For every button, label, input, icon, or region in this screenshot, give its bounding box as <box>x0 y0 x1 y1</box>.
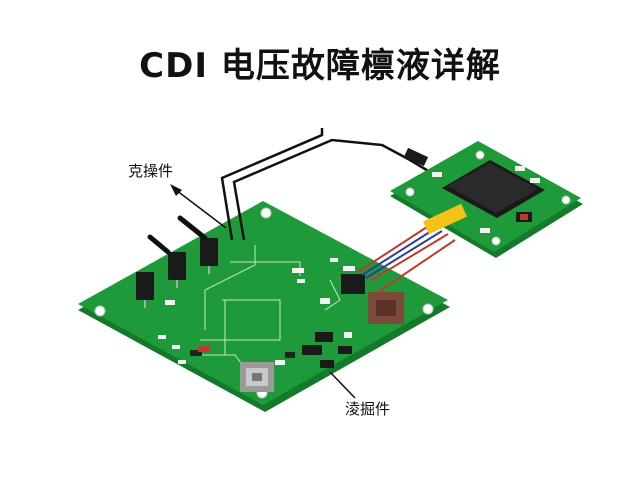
right-board-red-part <box>520 214 528 220</box>
label-arrow-bottom <box>329 371 356 399</box>
black-wire <box>220 128 441 241</box>
smd-dark-parts <box>190 350 295 358</box>
smd-components <box>158 258 355 365</box>
main-board <box>78 201 448 405</box>
center-ic <box>341 274 365 294</box>
transistor-1 <box>136 272 154 308</box>
label-arrow-top <box>175 189 227 229</box>
red-diode <box>198 346 210 352</box>
top-component-label: 克操件 <box>128 162 174 180</box>
bottom-chip-group <box>302 332 352 368</box>
grey-button <box>240 362 274 392</box>
wire-connector <box>403 147 429 167</box>
right-board-holes <box>405 150 571 246</box>
transistor-3 <box>200 238 218 274</box>
ribbon-wires <box>357 224 456 293</box>
brown-connector <box>368 292 404 324</box>
transistor-leads <box>147 215 208 255</box>
right-board-smd <box>432 166 540 233</box>
diagram-title: CDI 电压故障檩液详解 <box>139 46 501 86</box>
label-arrowhead-top <box>170 184 182 196</box>
microcontroller-top <box>448 163 538 213</box>
transistor-2 <box>168 252 186 288</box>
bottom-component-label: 淩掘件 <box>345 400 391 418</box>
yellow-capacitor <box>423 203 467 235</box>
